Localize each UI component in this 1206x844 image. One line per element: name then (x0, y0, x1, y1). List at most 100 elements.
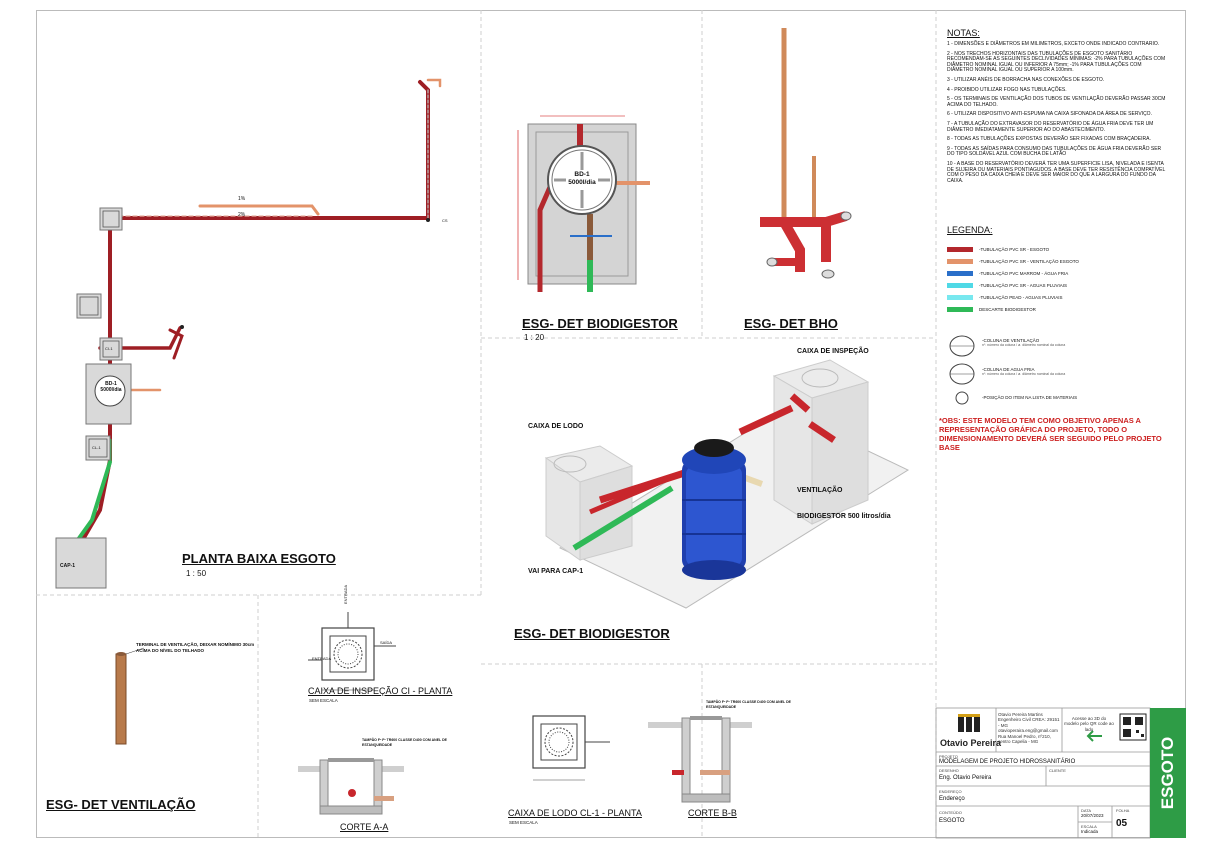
legend-symbol-vent: -COLUNA DE VENTILAÇÃO nº. número da colu… (982, 338, 1065, 348)
notes-block: NOTAS: 1 - DIMENSÕES E DIÂMETROS EM MILI… (947, 28, 1167, 188)
corte-aa-note: TAMPÃO Fº Fº TR600 CLASSE D400 COM ANEL … (362, 738, 447, 747)
legend-row: DESCARTE BIODIGESTOR (947, 303, 1167, 315)
det-ventilacao-title: ESG- DET VENTILAÇÃO (46, 797, 196, 812)
note-item: 2 - NOS TRECHOS HORIZONTAIS DAS TUBULAÇÕ… (947, 50, 1166, 74)
legend-label: -TUBULAÇÃO PVC MARROM - ÁGUA FRIA (979, 270, 1069, 276)
legend-block: LEGENDA: -TUBULAÇÃO PVC SR - ESGOTO -TUB… (947, 225, 1167, 315)
discipline-band: ESGOTO (1150, 708, 1186, 838)
endereco-value: Endereço (939, 796, 965, 802)
note-item: 5 - OS TERMINAIS DE VENTILAÇÃO DOS TUBOS… (947, 96, 1166, 108)
legend-swatch (947, 270, 973, 276)
legend-swatch (947, 306, 973, 312)
callout-caixa-inspecao: CAIXA DE INSPEÇÃO (797, 348, 869, 355)
legend-label: -TUBULAÇÃO PVC SR - ESGOTO (979, 246, 1050, 252)
caixa-lodo-scale: SEM ESCALA (509, 820, 538, 825)
notes-title: NOTAS: (947, 28, 980, 38)
note-item: 9 - TODAS AS SAÍDAS PARA CONSUMO DAS TUB… (947, 145, 1162, 158)
legend-label: -TUBULAÇÃO PVC SR - AGUAS PLUVIAIS (979, 282, 1068, 288)
det-ventilacao-pipe (115, 647, 145, 745)
qr-note: Acesse ao 3D do modelo pelo QR code ao l… (1064, 716, 1114, 732)
det-biodigestor-3d (544, 359, 910, 609)
slope-label: 1% (238, 196, 246, 202)
legend-row: -TUBULAÇÃO PVC SR - VENTILAÇÃO ESGOTO (947, 255, 1167, 267)
cl-label: CL-1 (92, 445, 101, 450)
corte-aa-section (298, 758, 404, 815)
legend-swatch (947, 294, 973, 300)
corte-bb-title: CORTE B-B (688, 808, 737, 818)
legend-symbols (949, 335, 975, 405)
company-logo-icon (958, 714, 980, 732)
qr-code-icon (1119, 713, 1147, 741)
legend-symbol-water: -COLUNA DE AGUA FRIA nº. número da colun… (982, 367, 1065, 377)
cliente-label: CLIENTE (1049, 768, 1066, 773)
det-biodigestor-title: ESG- DET BIODIGESTOR (522, 316, 678, 331)
callout-caixa-lodo: CAIXA DE LODO (528, 423, 584, 430)
entrada-left-label: ENTRADA (312, 656, 332, 661)
note-item: 4 - PROIBIDO UTILIZAR FOGO NAS TUBULAÇÕE… (947, 86, 1067, 93)
cap1-label: CAP-1 (60, 563, 76, 569)
endereco-label: ENDEREÇO (939, 789, 962, 794)
planta-baixa-pipes (70, 78, 442, 550)
det-biodigestor-plan (517, 115, 650, 292)
legend-swatch (947, 258, 973, 264)
legend-swatch (947, 246, 973, 252)
note-item: 7 - A TUBULAÇÃO DO EXTRAVASOR DO RESERVA… (947, 120, 1154, 133)
conteudo-label: CONTEÚDO (939, 810, 962, 815)
escala-value: Indicada (1081, 829, 1099, 834)
caixa-inspecao-scale: SEM ESCALA (309, 698, 338, 703)
legend-row: -TUBULAÇÃO PEAD - AGUAS PLUVIAIS (947, 291, 1167, 303)
sheet-frame (36, 10, 1186, 838)
corte-bb-note: TAMPÃO Fº Fº TR600 CLASSE D400 COM ANEL … (706, 700, 791, 709)
planta-baixa-title: PLANTA BAIXA ESGOTO (182, 551, 336, 566)
slope-label-2: 2% (238, 212, 246, 218)
legend-symbol-sub: nº. número da coluna / ø. diâmetro nomin… (982, 343, 1066, 347)
company-name: Otavio Pereira (940, 738, 1002, 748)
company-contact: Otavio Pereira Martins Engenheiro Civil … (998, 712, 1060, 745)
legend-symbol-item: -POSIÇÃO DO ITEM NA LISTA DE MATERIAIS (982, 395, 1078, 400)
note-item: 1 - DIMENSÕES E DIÂMETROS EM MILIMETROS,… (947, 41, 1160, 47)
legend-title: LEGENDA: (947, 225, 993, 235)
note-item: 3 - UTILIZAR ANÉIS DE BORRACHA NAS CONEX… (947, 76, 1105, 83)
legend-row: -TUBULAÇÃO PVC MARROM - ÁGUA FRIA (947, 267, 1167, 279)
legend-row: -TUBULAÇÃO PVC SR - ESGOTO (947, 243, 1167, 255)
data-value: 20/07/2023 (1081, 813, 1104, 818)
callout-biodigestor: BIODIGESTOR 500 litros/dia (797, 513, 891, 520)
bd1-label: BD-1 (105, 381, 117, 387)
det-bho-title: ESG- DET BHO (744, 316, 838, 331)
legend-symbol-label: -COLUNA DE VENTILAÇÃO (982, 338, 1040, 343)
projeto-value: MODELAGEM DE PROJETO HIDROSSANITÁRIO (939, 759, 1076, 765)
projeto-label: PROJETO (939, 754, 958, 759)
folha-label: FOLHA (1116, 808, 1130, 813)
caixa-lodo-title: CAIXA DE LODO CL-1 - PLANTA (508, 808, 642, 818)
legend-row: -TUBULAÇÃO PVC SR - AGUAS PLUVIAIS (947, 279, 1167, 291)
desenho-value: Eng. Otavio Pereira (939, 775, 992, 781)
callout-vai-para: VAI PARA CAP-1 (528, 568, 584, 575)
note-item: 8 - TODAS AS TUBULAÇÕES EXPOSTAS DEVERÃO… (947, 136, 1151, 143)
det-biodigestor-3d-title: ESG- DET BIODIGESTOR (514, 626, 670, 641)
note-item: 6 - UTILIZAR DISPOSITIVO ANTI-ESPUMA NA … (947, 111, 1152, 118)
escala-label: ESCALA (1081, 824, 1097, 829)
legend-label: -TUBULAÇÃO PVC SR - VENTILAÇÃO ESGOTO (979, 258, 1079, 264)
saida-label: SAÍDA (380, 640, 393, 645)
legend-symbol-label: -COLUNA DE AGUA FRIA (982, 367, 1035, 372)
caixa-lodo-plan (532, 715, 610, 781)
callout-ventilacao: VENTILAÇÃO (797, 487, 843, 494)
obs-warning: *OBS: ESTE MODELO TEM COMO OBJETIVO APEN… (939, 416, 1162, 452)
legend-label: -TUBULAÇÃO PEAD - AGUAS PLUVIAIS (979, 294, 1063, 300)
arrow-left-icon (1086, 730, 1102, 742)
desenho-label: DESENHO (939, 768, 959, 773)
legend-swatch (947, 282, 973, 288)
planta-baixa-scale: 1 : 50 (186, 569, 207, 578)
det-biodigestor-scale: 1 : 20 (524, 333, 545, 342)
caixa-inspecao-title: CAIXA DE INSPEÇÃO CI - PLANTA (308, 686, 453, 696)
entrada-top-label: ENTRADA (343, 584, 348, 604)
corte-aa-title: CORTE A-A (340, 822, 389, 832)
discipline-band-label: ESGOTO (1158, 736, 1177, 810)
det-bd1-capacity: 5000l/dia (568, 179, 596, 186)
bd1-capacity: 5000l/dia (100, 387, 122, 393)
corte-bb-section (648, 716, 752, 803)
note-item: 10 - A BASE DO RESERVATÓRIO DEVERÁ TER U… (947, 160, 1166, 184)
ventilacao-note: TERMINAL DE VENTILAÇÃO, DEIXAR NOMÍNIMO … (136, 642, 255, 653)
